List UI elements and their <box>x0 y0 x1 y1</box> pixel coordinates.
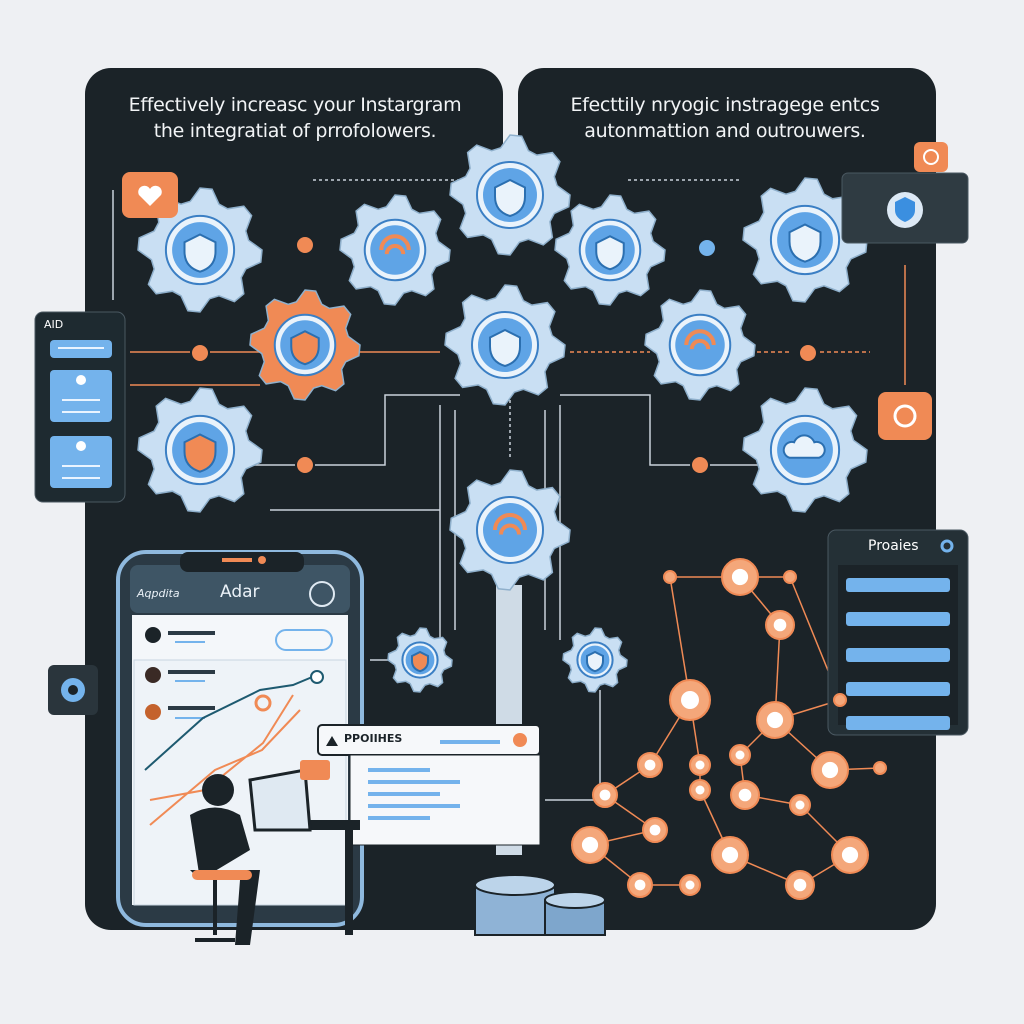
cloud-icon <box>782 434 826 459</box>
network-node <box>571 826 609 864</box>
profiles-panel <box>827 529 969 736</box>
shield-icon <box>494 178 526 218</box>
gear-wifi[interactable] <box>339 194 451 306</box>
network-node <box>679 874 701 896</box>
settings-badge[interactable] <box>48 665 98 715</box>
gear-cloud[interactable] <box>742 387 868 513</box>
shield-icon <box>586 650 604 673</box>
network-node <box>592 782 618 808</box>
side-panel-card[interactable] <box>50 436 112 488</box>
gear-shield[interactable] <box>137 387 263 513</box>
gear-shield-dot[interactable] <box>444 284 566 406</box>
connector-node <box>190 343 210 363</box>
network-node <box>730 780 760 810</box>
side-panel-label: AID <box>44 318 64 331</box>
profile-row[interactable] <box>846 682 950 696</box>
shield-icon <box>183 233 217 273</box>
title-line: the integratiat of prrofolowers. <box>153 120 437 142</box>
phone <box>116 550 364 927</box>
browser-window <box>317 724 541 846</box>
profile-icon[interactable] <box>309 581 335 607</box>
connector-node <box>295 455 315 475</box>
left-panel-title: Effectively increasc your Instargram the… <box>95 92 495 144</box>
network-node <box>689 754 711 776</box>
gear-shield[interactable] <box>562 627 628 693</box>
heart-badge <box>122 172 178 218</box>
shield-icon <box>895 197 915 222</box>
gear-shield[interactable] <box>249 289 361 401</box>
connector-node <box>690 455 710 475</box>
phone-title: Adar <box>220 582 260 602</box>
status-icon <box>940 539 954 553</box>
growth-line <box>144 674 318 771</box>
connector-node <box>798 343 818 363</box>
shield-icon <box>183 433 217 473</box>
gear-shield[interactable] <box>387 627 453 693</box>
gear-wifi[interactable] <box>449 469 571 591</box>
profile-row[interactable] <box>846 612 950 626</box>
shield-icon <box>788 223 822 263</box>
title-line: Effectively increasc your Instargram <box>128 94 462 116</box>
network-node <box>765 610 795 640</box>
network-node <box>642 817 668 843</box>
side-panel <box>34 311 126 503</box>
connector-node <box>697 238 717 258</box>
network-node <box>833 693 847 707</box>
profile-row[interactable] <box>846 716 950 730</box>
shield-icon <box>290 330 320 366</box>
side-panel-card[interactable] <box>50 370 112 422</box>
security-card[interactable] <box>841 142 969 244</box>
network-node <box>873 761 887 775</box>
network-node <box>789 794 811 816</box>
shield-icon <box>595 235 625 271</box>
phone-app-name: Aqpdita <box>137 587 180 600</box>
browser-label: PPOIIHES <box>344 732 403 745</box>
profiles-panel-label: Proaies <box>868 538 919 554</box>
network-node <box>831 836 869 874</box>
profile-row[interactable] <box>846 648 950 662</box>
network-node <box>721 558 759 596</box>
growth-line <box>149 694 301 826</box>
network-node <box>756 701 794 739</box>
network-node <box>729 744 751 766</box>
network-node <box>669 679 711 721</box>
wifi-icon <box>684 329 716 350</box>
title-line: Efecttily nryogic instragege entcs <box>570 94 880 116</box>
network-node <box>637 752 663 778</box>
network-node <box>783 570 797 584</box>
wifi-icon <box>493 513 527 535</box>
gear-shield[interactable] <box>742 177 868 303</box>
person-at-desk <box>190 760 360 945</box>
gear-shield[interactable] <box>137 187 263 313</box>
close-icon[interactable] <box>513 733 527 747</box>
gear-shield[interactable] <box>554 194 666 306</box>
chat-bubble-icon <box>300 760 330 780</box>
profile-row[interactable] <box>846 578 950 592</box>
network-node <box>811 751 849 789</box>
gear-wifi[interactable] <box>644 289 756 401</box>
connector <box>560 394 780 466</box>
toggle-button[interactable] <box>275 629 333 651</box>
shield-dot-icon <box>489 328 521 368</box>
wifi-icon <box>379 234 411 255</box>
right-panel-title: Efecttily nryogic instragege entcs auton… <box>525 92 925 144</box>
shield-icon <box>411 650 429 673</box>
gear-shield[interactable] <box>449 134 571 256</box>
connector-node <box>295 235 315 255</box>
gear-icon <box>68 685 78 695</box>
network-node <box>689 779 711 801</box>
heart-icon <box>138 185 162 206</box>
title-line: autonmattion and outrouwers. <box>584 120 866 142</box>
camera-icon <box>893 404 917 428</box>
network-node <box>785 870 815 900</box>
network-node <box>663 570 677 584</box>
instagram-badge[interactable] <box>878 392 932 440</box>
network-node <box>711 836 749 874</box>
camera-icon <box>914 142 948 172</box>
network-node <box>627 872 653 898</box>
coin-stack <box>474 874 606 936</box>
